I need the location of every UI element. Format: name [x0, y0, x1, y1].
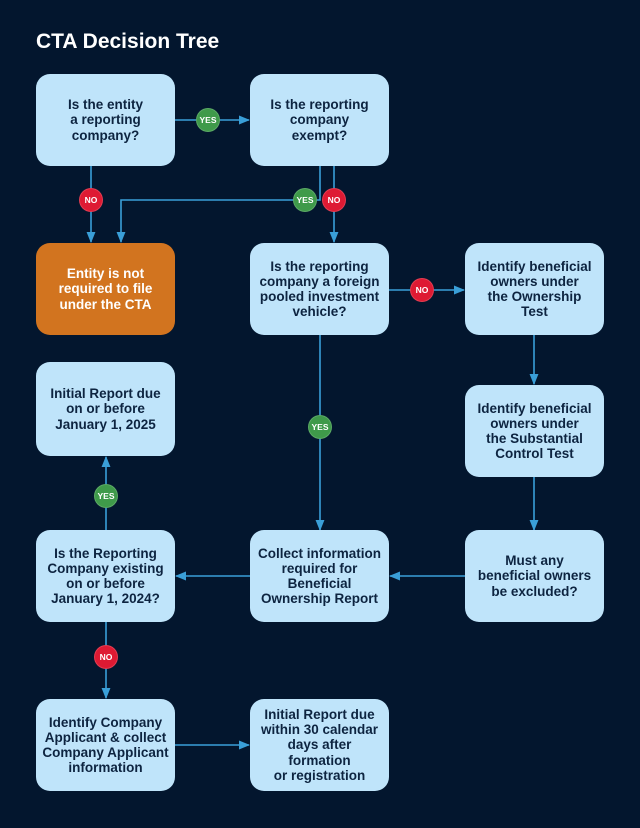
yes-badge: YES [94, 484, 118, 508]
yes-badge: YES [293, 188, 317, 212]
node-not-required-to-file: Entity is not required to file under the… [36, 243, 175, 335]
yes-badge: YES [196, 108, 220, 132]
no-badge: NO [410, 278, 434, 302]
node-collect-information: Collect information required for Benefic… [250, 530, 389, 622]
node-beneficial-owners-excluded: Must any beneficial owners be excluded? [465, 530, 604, 622]
node-is-exempt: Is the reporting company exempt? [250, 74, 389, 166]
yes-badge: YES [308, 415, 332, 439]
node-substantial-control-test: Identify beneficial owners under the Sub… [465, 385, 604, 477]
no-badge: NO [322, 188, 346, 212]
node-is-reporting-company: Is the entity a reporting company? [36, 74, 175, 166]
node-ownership-test: Identify beneficial owners under the Own… [465, 243, 604, 335]
node-company-applicant: Identify Company Applicant & collect Com… [36, 699, 175, 791]
no-badge: NO [79, 188, 103, 212]
node-report-due-30-days: Initial Report due within 30 calendar da… [250, 699, 389, 791]
node-existing-before-2024: Is the Reporting Company existing on or … [36, 530, 175, 622]
diagram-title: CTA Decision Tree [36, 30, 220, 53]
edge-n2-n3 [116, 166, 321, 244]
no-badge: NO [94, 645, 118, 669]
node-foreign-pooled-vehicle: Is the reporting company a foreign poole… [250, 243, 389, 335]
node-report-due-2025: Initial Report due on or before January … [36, 362, 175, 456]
